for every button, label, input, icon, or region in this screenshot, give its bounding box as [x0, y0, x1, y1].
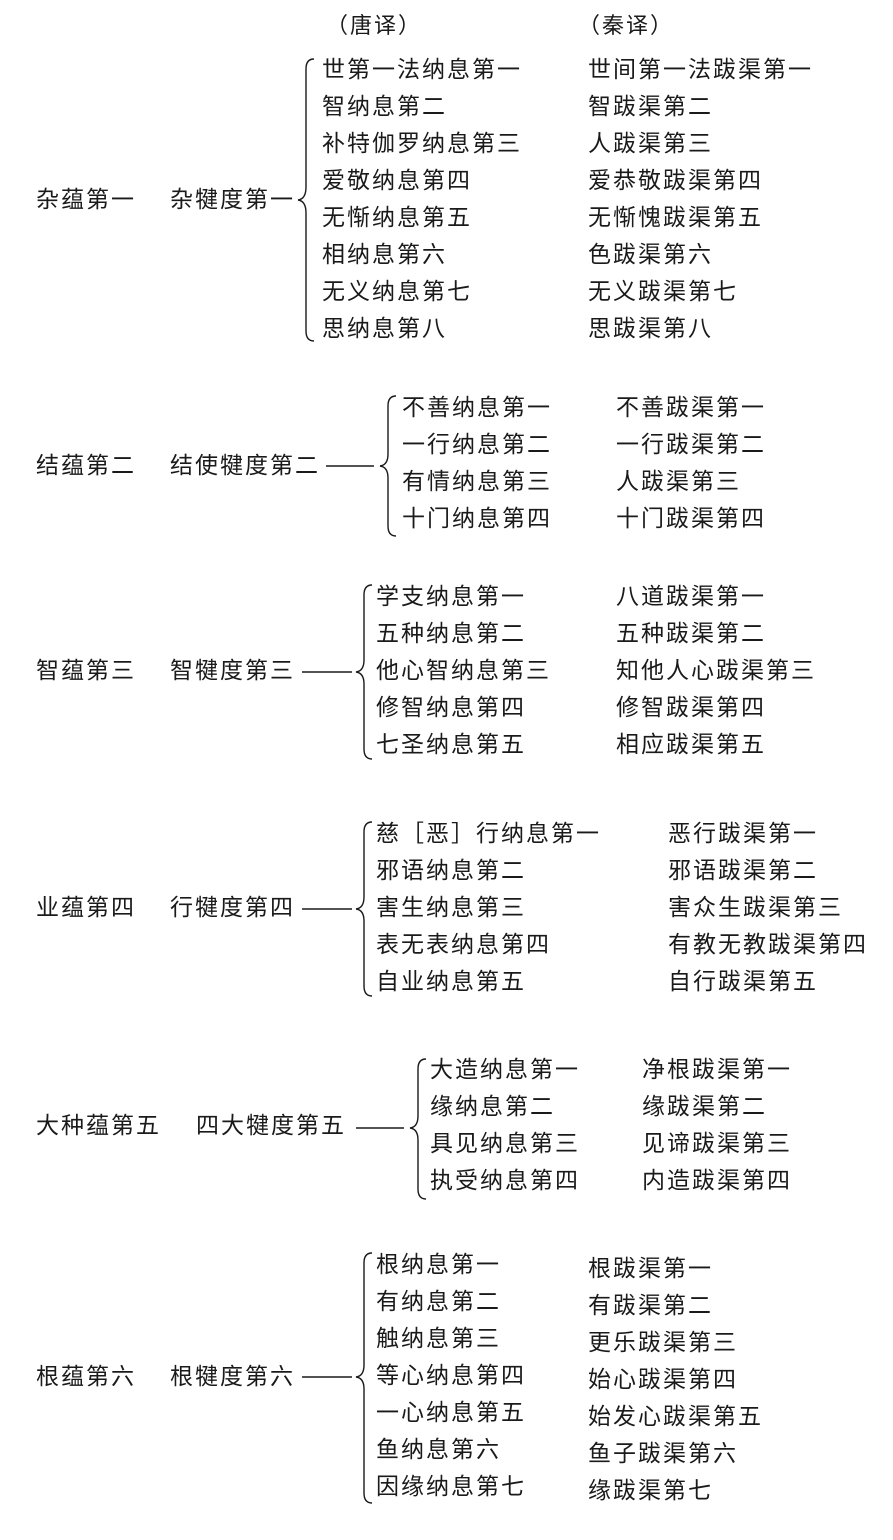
- tang-item: 等心纳息第四: [376, 1363, 526, 1389]
- khandha-label: 四大犍度第五: [196, 1113, 346, 1139]
- qin-item: 色跋渠第六: [588, 242, 713, 268]
- tang-item: 有情纳息第三: [402, 469, 552, 495]
- skandha-label: 大种蕴第五: [36, 1113, 161, 1139]
- tang-item: 不善纳息第一: [402, 395, 552, 421]
- qin-item: 见谛跋渠第三: [642, 1131, 792, 1157]
- skandha-label: 杂蕴第一: [36, 187, 136, 213]
- tang-translation-header: （唐译）: [326, 14, 423, 39]
- khandha-label: 杂犍度第一: [170, 187, 295, 213]
- skandha-label: 智蕴第三: [36, 658, 136, 684]
- qin-item: 世间第一法跋渠第一: [588, 57, 813, 83]
- tang-item: 触纳息第三: [376, 1326, 501, 1352]
- khandha-label: 根犍度第六: [170, 1364, 295, 1390]
- tang-item: 五种纳息第二: [376, 621, 526, 647]
- qin-item: 鱼子跋渠第六: [588, 1441, 738, 1467]
- qin-item: 有教无教跋渠第四: [668, 932, 868, 958]
- tang-item: 具见纳息第三: [430, 1131, 580, 1157]
- qin-item: 人跋渠第三: [588, 131, 713, 157]
- qin-item: 爱恭敬跋渠第四: [588, 168, 763, 194]
- qin-item: 一行跋渠第二: [616, 432, 766, 458]
- tang-item: 因缘纳息第七: [376, 1474, 526, 1500]
- brace-connector: [302, 821, 373, 997]
- qin-item: 思跋渠第八: [588, 316, 713, 342]
- qin-item: 根跋渠第一: [588, 1256, 713, 1282]
- tang-item: 有纳息第二: [376, 1289, 501, 1315]
- tang-item: 表无表纳息第四: [376, 932, 551, 958]
- qin-item: 智跋渠第二: [588, 94, 713, 120]
- brace-connector: [356, 1058, 427, 1200]
- khandha-label: 智犍度第三: [170, 658, 295, 684]
- qin-item: 无惭愧跋渠第五: [588, 205, 763, 231]
- tang-item: 自业纳息第五: [376, 969, 526, 995]
- tang-item: 一行纳息第二: [402, 432, 552, 458]
- tang-item: 世第一法纳息第一: [322, 57, 522, 83]
- tang-item: 补特伽罗纳息第三: [322, 131, 522, 157]
- skandha-label: 业蕴第四: [36, 895, 136, 921]
- qin-item: 不善跋渠第一: [616, 395, 766, 421]
- brace-connector: [326, 395, 397, 537]
- tang-item: 慈［恶］行纳息第一: [376, 821, 601, 847]
- tang-item: 七圣纳息第五: [376, 732, 526, 758]
- tang-item: 根纳息第一: [376, 1252, 501, 1278]
- tang-item: 无惭纳息第五: [322, 205, 472, 231]
- tang-item: 害生纳息第三: [376, 895, 526, 921]
- qin-item: 害众生跋渠第三: [668, 895, 843, 921]
- qin-item: 修智跋渠第四: [616, 695, 766, 721]
- tang-item: 缘纳息第二: [430, 1094, 555, 1120]
- qin-item: 十门跋渠第四: [616, 506, 766, 532]
- tang-item: 邪语纳息第二: [376, 858, 526, 884]
- khandha-label: 结使犍度第二: [170, 453, 320, 479]
- brace-connector: [302, 584, 373, 760]
- qin-item: 有跋渠第二: [588, 1293, 713, 1319]
- qin-item: 五种跋渠第二: [616, 621, 766, 647]
- tang-item: 学支纳息第一: [376, 584, 526, 610]
- qin-item: 缘跋渠第七: [588, 1478, 713, 1504]
- brace-connector: [302, 1252, 373, 1504]
- qin-item: 恶行跋渠第一: [668, 821, 818, 847]
- skandha-label: 根蕴第六: [36, 1364, 136, 1390]
- qin-item: 始发心跋渠第五: [588, 1404, 763, 1430]
- qin-item: 缘跋渠第二: [642, 1094, 767, 1120]
- tang-item: 修智纳息第四: [376, 695, 526, 721]
- tang-item: 十门纳息第四: [402, 506, 552, 532]
- qin-item: 净根跋渠第一: [642, 1057, 792, 1083]
- qin-item: 始心跋渠第四: [588, 1367, 738, 1393]
- qin-item: 知他人心跋渠第三: [616, 658, 816, 684]
- tang-item: 执受纳息第四: [430, 1168, 580, 1194]
- qin-item: 内造跋渠第四: [642, 1168, 792, 1194]
- skandha-label: 结蕴第二: [36, 453, 136, 479]
- brace-connector: [297, 58, 315, 342]
- tang-item: 无义纳息第七: [322, 279, 472, 305]
- tang-item: 相纳息第六: [322, 242, 447, 268]
- tang-item: 爱敬纳息第四: [322, 168, 472, 194]
- qin-translation-header: （秦译）: [578, 14, 675, 39]
- qin-item: 无义跋渠第七: [588, 279, 738, 305]
- tang-item: 鱼纳息第六: [376, 1437, 501, 1463]
- qin-item: 邪语跋渠第二: [668, 858, 818, 884]
- qin-item: 人跋渠第三: [616, 469, 741, 495]
- qin-item: 更乐跋渠第三: [588, 1330, 738, 1356]
- tang-item: 他心智纳息第三: [376, 658, 551, 684]
- khandha-label: 行犍度第四: [170, 895, 295, 921]
- tang-item: 大造纳息第一: [430, 1057, 580, 1083]
- qin-item: 相应跋渠第五: [616, 732, 766, 758]
- tang-item: 一心纳息第五: [376, 1400, 526, 1426]
- tang-item: 思纳息第八: [322, 316, 447, 342]
- tang-item: 智纳息第二: [322, 94, 447, 120]
- qin-item: 八道跋渠第一: [616, 584, 766, 610]
- qin-item: 自行跋渠第五: [668, 969, 818, 995]
